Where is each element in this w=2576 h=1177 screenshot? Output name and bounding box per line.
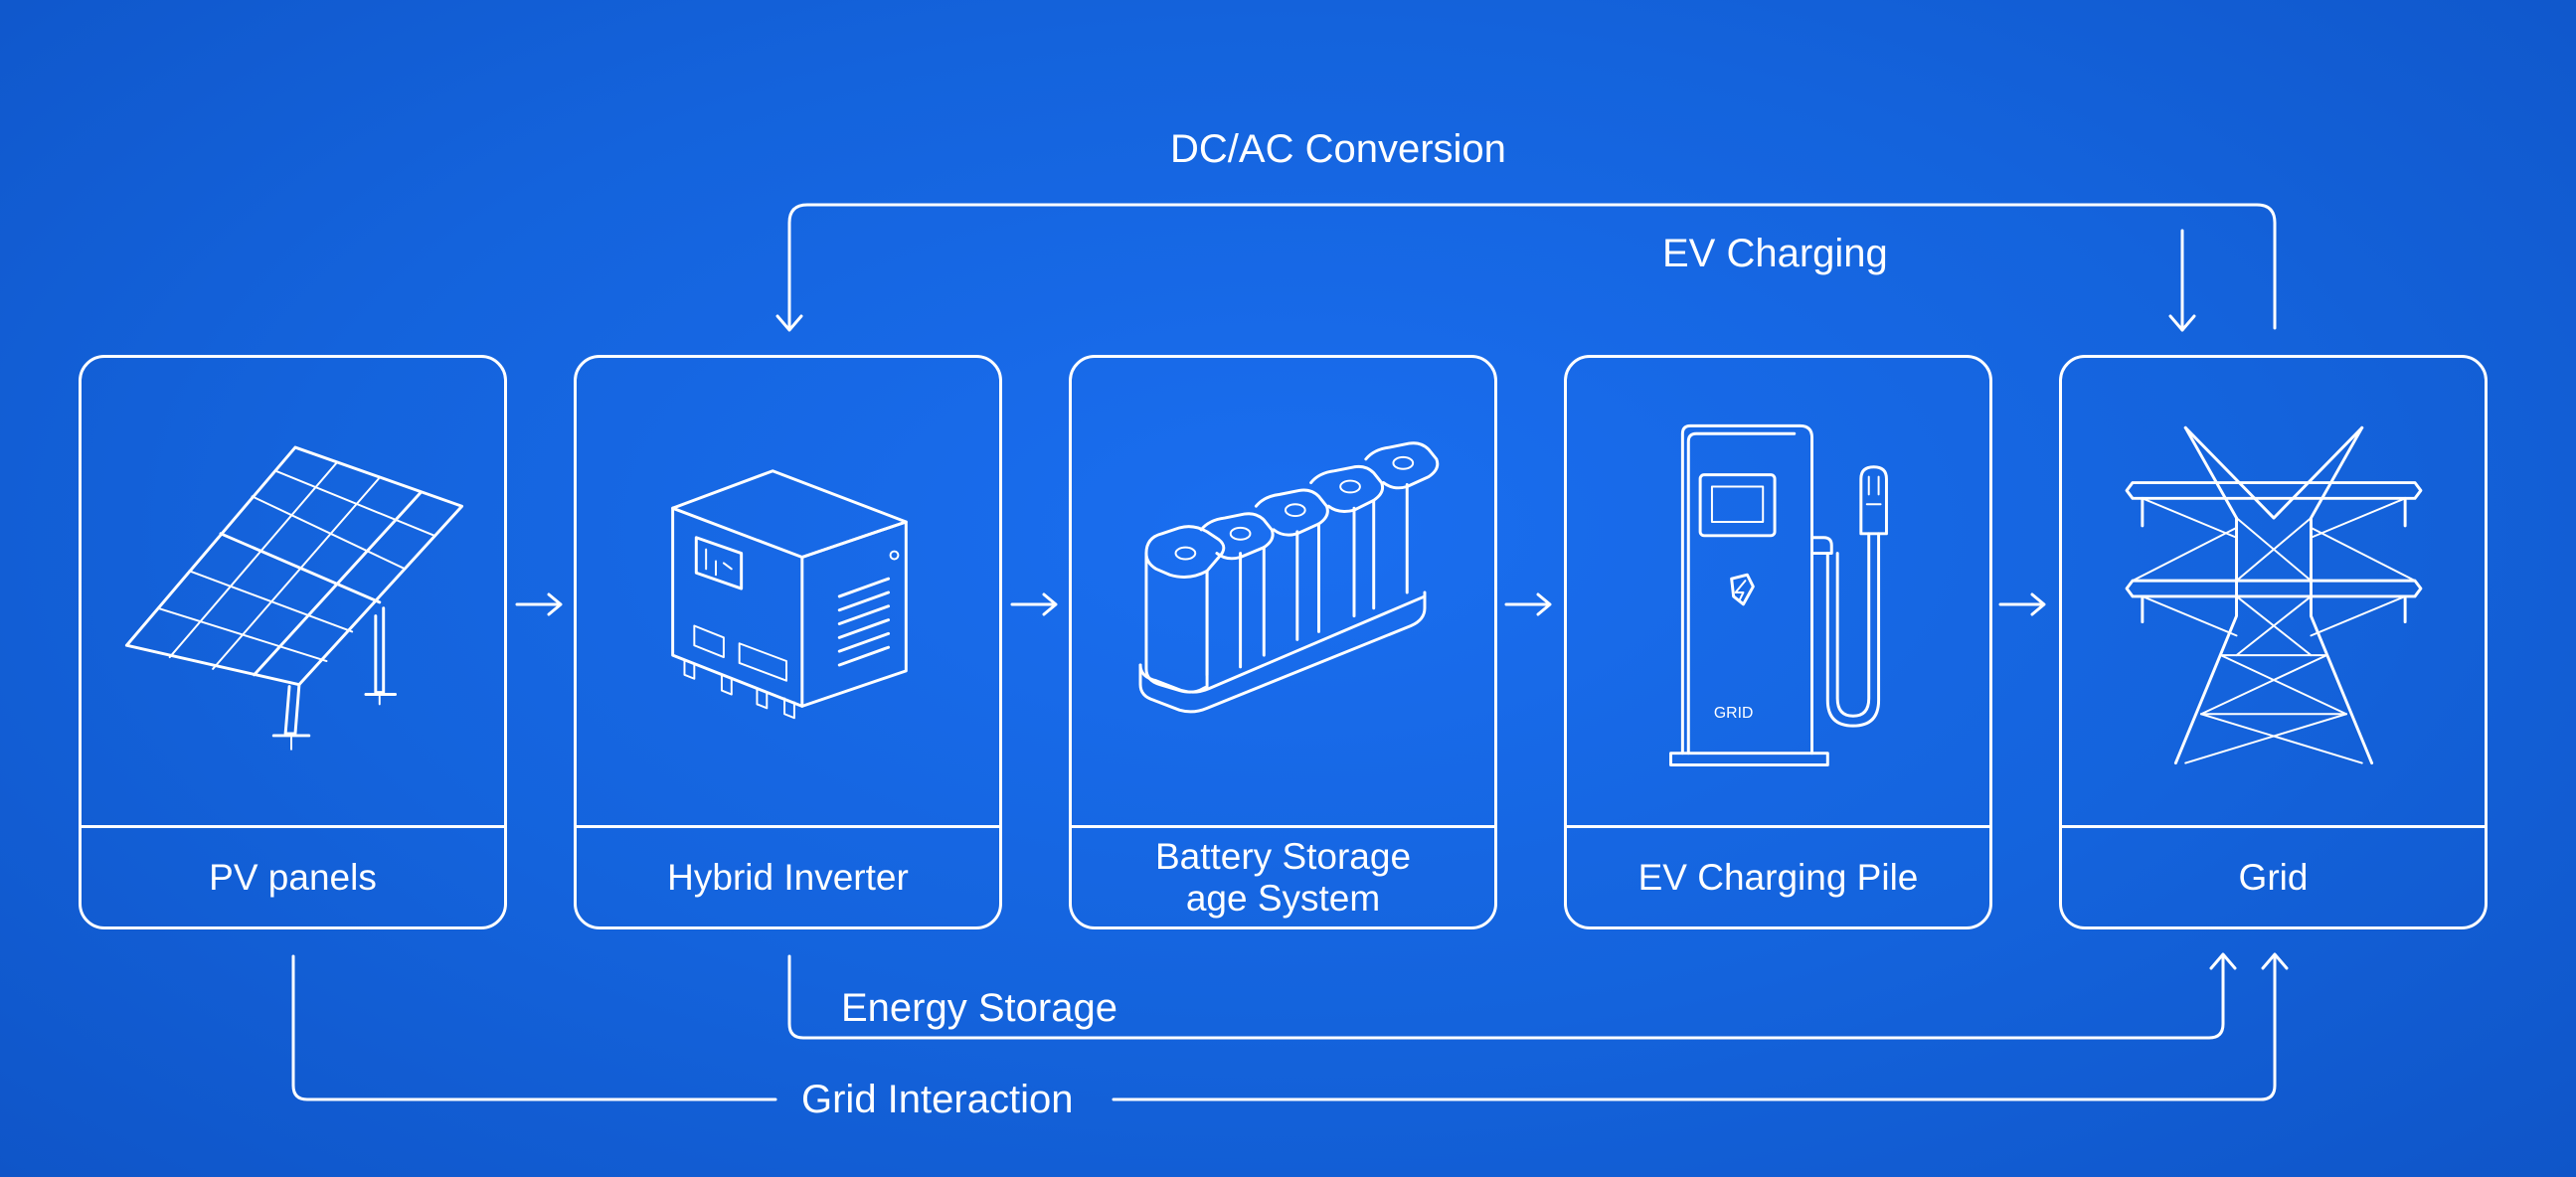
solar-panel-icon	[124, 445, 464, 751]
dc-ac-arrowhead	[775, 314, 803, 332]
inverter-icon	[671, 469, 908, 720]
flow-arrow-3	[1504, 592, 1552, 616]
flow-arrow-2	[1010, 592, 1058, 616]
grid-interaction-line	[291, 954, 2277, 1101]
battery-pack-icon	[1138, 441, 1440, 714]
node-label: EV Charging Pile	[1637, 856, 1919, 898]
battery-storage-node: Battery Storage age System	[1069, 355, 1497, 929]
energy-storage-label: Energy Storage	[841, 986, 1117, 1030]
ev-charger-icon: GRID	[1669, 423, 1888, 767]
pv-panels-node: PV panels	[79, 355, 507, 929]
flow-arrow-1	[515, 592, 563, 616]
node-label: PV panels	[209, 856, 377, 898]
energy-storage-line	[787, 954, 2225, 1040]
grid-interaction-label: Grid Interaction	[801, 1078, 1074, 1121]
node-label: Battery Storage age System	[1154, 835, 1412, 919]
dc-ac-conversion-line	[787, 203, 2277, 330]
ev-charging-label: EV Charging	[1662, 232, 1888, 275]
charger-brand-text: GRID	[1714, 705, 1753, 722]
node-label: Grid	[2238, 856, 2309, 898]
dc-ac-conversion-label: DC/AC Conversion	[1170, 127, 1506, 171]
flow-arrow-4	[1998, 592, 2046, 616]
hybrid-inverter-node: Hybrid Inverter	[574, 355, 1002, 929]
transmission-tower-icon	[2125, 425, 2423, 765]
grid-node: Grid	[2059, 355, 2488, 929]
node-label: Hybrid Inverter	[667, 856, 909, 898]
ev-charging-pile-node: GRID EV Charging Pile	[1564, 355, 1992, 929]
